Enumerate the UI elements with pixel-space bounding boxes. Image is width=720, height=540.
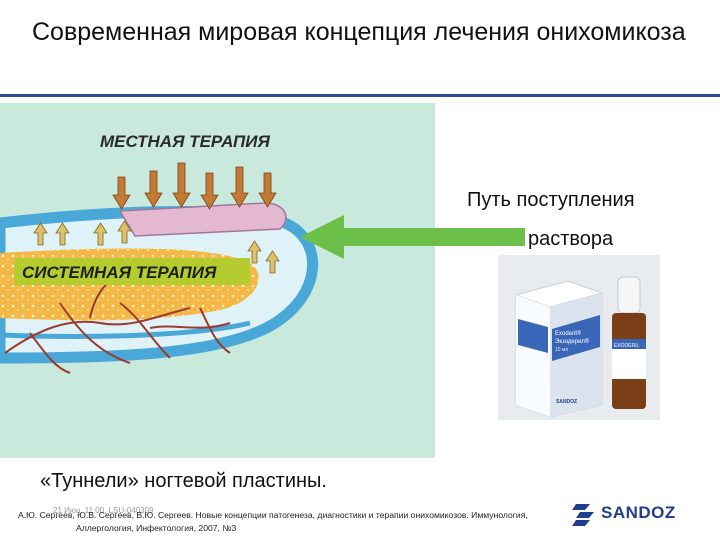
sandoz-logo-text: SANDOZ — [601, 503, 676, 522]
route-label-line2: раствора — [528, 228, 614, 250]
title-divider — [0, 94, 720, 97]
green-arrow-icon — [300, 215, 525, 259]
reference-citation: А.Ю. Сергеев, Ю.В. Сергеев, В.Ю. Сергеев… — [18, 509, 578, 535]
svg-text:Экзодерил®: Экзодерил® — [555, 338, 590, 345]
sandoz-logo-icon — [572, 504, 594, 526]
systemic-therapy-arrows — [33, 220, 280, 274]
systemic-therapy-label: СИСТЕМНАЯ ТЕРАПИЯ — [22, 263, 217, 282]
local-therapy-arrows — [112, 162, 277, 210]
local-therapy-label: МЕСТНАЯ ТЕРАПИЯ — [100, 132, 270, 151]
route-label-line1: Путь поступления — [467, 189, 635, 211]
svg-text:Exoderil®: Exoderil® — [555, 330, 582, 337]
svg-text:EXODERIL: EXODERIL — [614, 343, 640, 349]
reference-line-1: А.Ю. Сергеев, Ю.В. Сергеев, В.Ю. Сергеев… — [18, 510, 528, 520]
systemic-label-box — [14, 258, 250, 285]
product-bottle: EXODERIL — [612, 276, 646, 409]
product-box: Exoderil® Экзодерил® 10 мл SANDOZ — [514, 280, 604, 418]
faint-date-watermark: 21 Июн, 11:00, LSU-040309 — [53, 506, 154, 515]
page-title: Современная мировая концепция лечения он… — [32, 18, 686, 46]
svg-text:10 мл: 10 мл — [555, 347, 568, 353]
reference-line-2: Аллергология, Инфектология, 2007, №3 — [76, 523, 237, 533]
diagram-caption: «Туннели» ногтевой пластины. — [40, 470, 327, 492]
exoderil-product-image: Exoderil® Экзодерил® 10 мл SANDOZ EXODER… — [498, 255, 660, 420]
svg-text:SANDOZ: SANDOZ — [556, 399, 577, 405]
nail-tunnels-diagram: МЕСТНАЯ ТЕРАПИЯ СИСТЕМНАЯ ТЕРАПИЯ — [0, 103, 435, 458]
